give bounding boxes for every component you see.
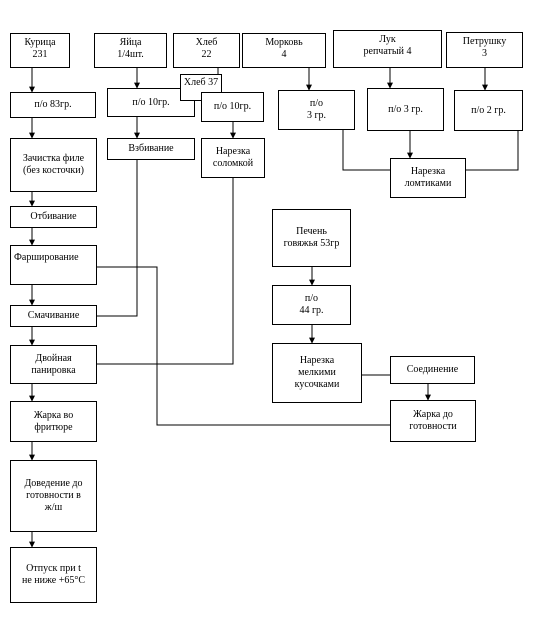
- line-narezka-dvoynaya: [97, 178, 234, 365]
- line-petrushka-narezka: [466, 131, 519, 171]
- node-soedinenie: Соединение: [390, 356, 475, 384]
- node-khleb: Хлеб 22: [173, 33, 240, 68]
- node-dvoynaya: Двойная панировка: [10, 345, 97, 384]
- node-zharka-do: Жарка до готовности: [390, 400, 476, 442]
- node-morkov: Морковь 4: [242, 33, 326, 68]
- node-smachivanie: Смачивание: [10, 305, 97, 327]
- line-farshirovanie-zharka: [97, 266, 390, 426]
- node-otbivanie: Отбивание: [10, 206, 97, 228]
- node-otpusk: Отпуск при t не ниже +65°С: [10, 547, 97, 603]
- node-farshirovanie: Фарширование: [10, 245, 97, 285]
- node-pechen: Печень говяжья 53гр: [272, 209, 351, 267]
- node-khleb-po: п/о 10гр.: [201, 92, 264, 122]
- node-yaytsa: Яйца 1/4шт.: [94, 33, 167, 68]
- node-luk: Лук репчатый 4: [333, 30, 442, 68]
- line-morkov-narezka: [342, 130, 390, 171]
- node-pechen-po: п/о 44 гр.: [272, 285, 351, 325]
- node-dovedenie: Доведение до готовности в ж/ш: [10, 460, 97, 532]
- node-petrushka: Петрушку 3: [446, 32, 523, 68]
- node-morkov-po: п/о 3 гр.: [278, 90, 355, 130]
- node-kuritsa-po: п/о 83гр.: [10, 92, 96, 118]
- node-narezka-solomkoy: Нарезка соломкой: [201, 138, 265, 178]
- node-zharka-fri: Жарка во фритюре: [10, 401, 97, 442]
- line-vzbivanie-smachivanie: [97, 160, 138, 317]
- node-kuritsa: Курица 231: [10, 33, 70, 68]
- node-narezka-melkimi: Нарезка мелкими кусочками: [272, 343, 362, 403]
- node-zachistka: Зачистка филе (без косточки): [10, 138, 97, 192]
- node-petrushka-po: п/о 2 гр.: [454, 90, 523, 131]
- node-luk-po: п/о 3 гр.: [367, 88, 444, 131]
- node-vzbivanie: Взбивание: [107, 138, 195, 160]
- node-narezka-lomtikami: Нарезка ломтиками: [390, 158, 466, 198]
